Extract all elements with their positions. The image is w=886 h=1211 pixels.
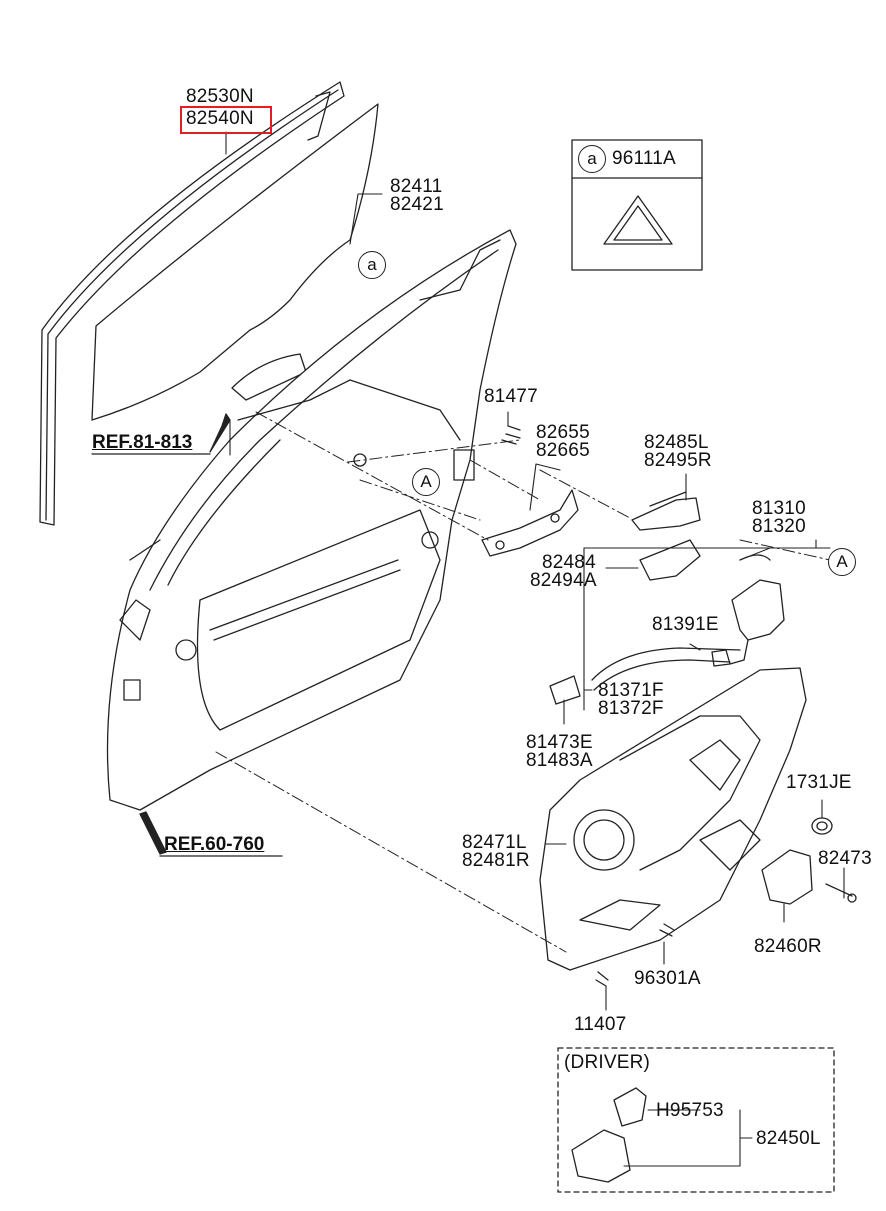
handle-bracket [481, 489, 579, 557]
label-h95753: H95753 [656, 1100, 724, 1121]
leader-lines [225, 131, 845, 1167]
ref-arrows [139, 413, 231, 855]
latch-cable [591, 647, 741, 691]
marker-a-inset: a [578, 145, 606, 173]
label-82495r: 82495R [644, 450, 712, 471]
label-96301a: 96301A [634, 968, 701, 989]
label-82473: 82473 [818, 848, 872, 869]
window-run-channel [39, 81, 345, 526]
door-glass [91, 103, 379, 421]
label-81310: 81310 [752, 498, 806, 519]
label-82530n: 82530N [186, 86, 254, 107]
marker-a-glass: a [358, 251, 386, 279]
label-1731je: 1731JE [786, 772, 852, 793]
window-motor [761, 849, 857, 905]
driver-box [557, 1047, 835, 1193]
label-82494a: 82494A [530, 570, 597, 591]
inside-handle-bracket [631, 491, 701, 531]
driver-motor [571, 1087, 647, 1183]
label-81372f: 81372F [598, 698, 664, 719]
label-82484: 82484 [542, 552, 596, 573]
bolts [501, 425, 675, 987]
ref-81-813[interactable]: REF.81-813 [92, 432, 193, 453]
label-82421: 82421 [390, 194, 444, 215]
label-82450l: 82450L [756, 1128, 821, 1149]
label-driver: (DRIVER) [564, 1052, 651, 1073]
bracket-82484 [639, 539, 701, 581]
label-81371f: 81371F [598, 680, 664, 701]
label-82655: 82655 [536, 422, 590, 443]
marker-A-door: A [412, 468, 440, 496]
clip-81473e [549, 675, 581, 705]
ref-60-760[interactable]: REF.60-760 [164, 834, 265, 855]
highlight-82540n [180, 106, 272, 134]
door-module-panel [539, 667, 807, 971]
label-82485l: 82485L [644, 432, 709, 453]
door-inner-panel [106, 229, 517, 811]
label-81483a: 81483A [526, 750, 593, 771]
label-11407: 11407 [574, 1014, 627, 1035]
label-96111a: 96111A [612, 148, 676, 169]
label-81320: 81320 [752, 516, 806, 537]
door-latch [729, 554, 785, 665]
label-81391e: 81391E [652, 614, 719, 635]
label-82471l: 82471L [462, 832, 527, 853]
marker-A-latch: A [828, 548, 856, 576]
label-82460r: 82460R [754, 936, 822, 957]
alignment-lines [215, 411, 831, 953]
label-82481r: 82481R [462, 850, 530, 871]
label-82540n: 82540N [186, 108, 254, 129]
label-82665: 82665 [536, 440, 590, 461]
label-82411: 82411 [390, 176, 443, 197]
label-81477: 81477 [484, 386, 538, 407]
inset-box [571, 139, 703, 271]
grommet [811, 817, 833, 835]
label-81473e: 81473E [526, 732, 593, 753]
